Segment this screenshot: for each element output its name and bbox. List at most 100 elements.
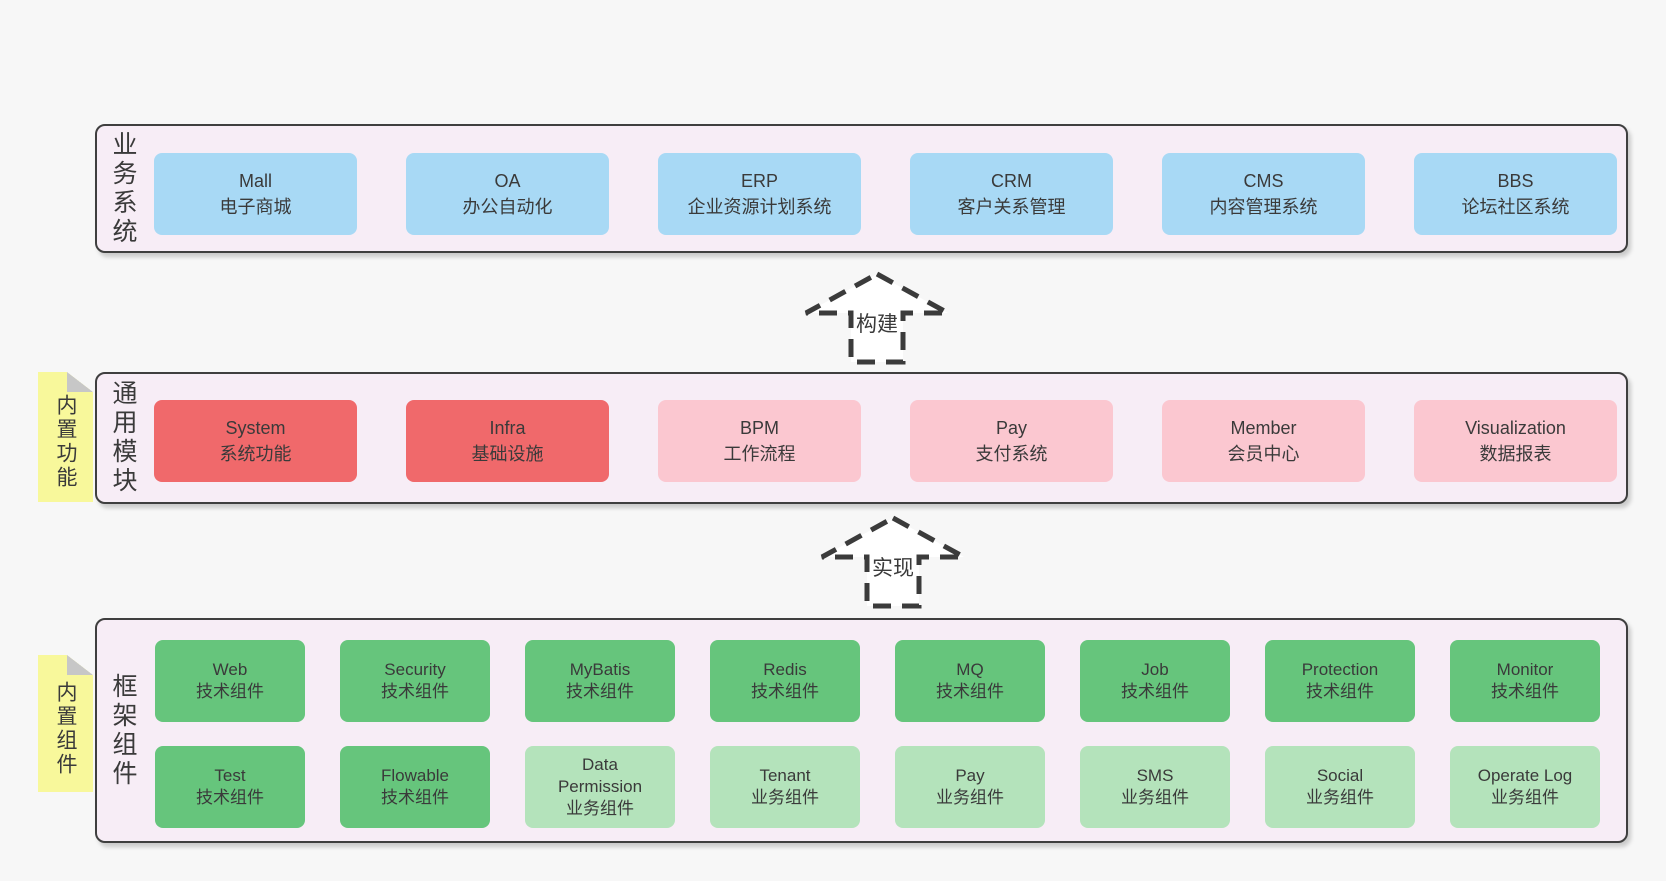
framework-components-row-1: Web 技术组件 Security 技术组件 MyBatis 技术组件 Redi… (155, 640, 1600, 722)
box-title: Monitor (1496, 659, 1554, 679)
box-subtitle: 业务组件 (936, 788, 1004, 807)
panel-label-common-modules: 通用模块 (109, 380, 137, 496)
business-systems-row: Mall 电子商城 OA 办公自动化 ERP 企业资源计划系统 CRM 客户关系… (154, 153, 1617, 235)
sticky-note-label: 内置组件 (54, 680, 77, 777)
box-subtitle: 技术组件 (751, 682, 819, 701)
box-title: System (225, 417, 286, 438)
box-title: Visualization (1465, 417, 1566, 438)
panel-label-business-systems: 业务系统 (109, 130, 137, 247)
box-member: Member 会员中心 (1162, 400, 1365, 482)
box-title: Social (1316, 765, 1364, 785)
common-modules-row: System 系统功能 Infra 基础设施 BPM 工作流程 Pay 支付系统… (154, 400, 1617, 482)
box-erp: ERP 企业资源计划系统 (658, 153, 861, 235)
box-subtitle: 客户关系管理 (957, 197, 1066, 217)
box-title: Security (384, 659, 446, 679)
box-title: Member (1230, 417, 1297, 438)
box-title: Redis (763, 659, 807, 679)
box-title: CMS (1243, 170, 1284, 191)
box-bbs: BBS 论坛社区系统 (1414, 153, 1617, 235)
folded-corner-icon (67, 655, 93, 675)
box-subtitle: 技术组件 (1121, 682, 1189, 701)
box-subtitle: 业务组件 (1121, 788, 1189, 807)
box-title: Data Permission (557, 754, 643, 796)
box-subtitle: 技术组件 (196, 682, 264, 701)
sticky-note-builtin-features: 内置功能 (38, 372, 93, 502)
box-sms: SMS 业务组件 (1080, 746, 1230, 828)
box-subtitle: 业务组件 (1491, 788, 1559, 807)
box-subtitle: 业务组件 (1306, 788, 1374, 807)
box-redis: Redis 技术组件 (710, 640, 860, 722)
box-title: Infra (489, 417, 526, 438)
box-subtitle: 技术组件 (1491, 682, 1559, 701)
box-title: Job (1141, 659, 1169, 679)
sticky-note-builtin-components: 内置组件 (38, 655, 93, 792)
box-pay: Pay 支付系统 (910, 400, 1113, 482)
box-data-permission: Data Permission 业务组件 (525, 746, 675, 828)
framework-components-panel: 框架组件 Web 技术组件 Security 技术组件 MyBatis 技术组件… (95, 618, 1628, 843)
box-title: Protection (1301, 659, 1379, 679)
panel-label-framework-components: 框架组件 (109, 672, 137, 789)
box-infra: Infra 基础设施 (406, 400, 609, 482)
box-job: Job 技术组件 (1080, 640, 1230, 722)
box-title: ERP (740, 170, 778, 191)
box-subtitle: 办公自动化 (462, 197, 553, 217)
box-mq: MQ 技术组件 (895, 640, 1045, 722)
box-subtitle: 业务组件 (751, 788, 819, 807)
sticky-note-label: 内置功能 (54, 394, 77, 490)
box-subtitle: 电子商城 (219, 197, 292, 217)
box-system: System 系统功能 (154, 400, 357, 482)
implement-arrow-label: 实现 (872, 557, 914, 580)
box-subtitle: 业务组件 (566, 799, 634, 819)
box-title: OA (494, 170, 521, 191)
business-systems-panel: 业务系统 Mall 电子商城 OA 办公自动化 ERP 企业资源计划系统 CRM… (95, 124, 1628, 253)
box-subtitle: 技术组件 (196, 788, 264, 807)
box-title: SMS (1136, 765, 1174, 785)
box-pay-biz: Pay 业务组件 (895, 746, 1045, 828)
box-crm: CRM 客户关系管理 (910, 153, 1113, 235)
box-protection: Protection 技术组件 (1265, 640, 1415, 722)
implement-arrow: 实现 (820, 515, 966, 609)
box-title: Test (214, 765, 246, 785)
box-title: Pay (995, 417, 1028, 438)
box-title: Operate Log (1477, 765, 1573, 785)
box-subtitle: 技术组件 (381, 682, 449, 701)
box-subtitle: 基础设施 (471, 444, 544, 464)
box-subtitle: 会员中心 (1227, 444, 1300, 464)
folded-corner-icon (67, 372, 93, 392)
box-web: Web 技术组件 (155, 640, 305, 722)
box-mall: Mall 电子商城 (154, 153, 357, 235)
build-arrow: 构建 (804, 271, 950, 365)
box-social: Social 业务组件 (1265, 746, 1415, 828)
box-subtitle: 数据报表 (1479, 444, 1552, 464)
box-subtitle: 技术组件 (566, 682, 634, 701)
box-test: Test 技术组件 (155, 746, 305, 828)
box-bpm: BPM 工作流程 (658, 400, 861, 482)
box-cms: CMS 内容管理系统 (1162, 153, 1365, 235)
box-title: MQ (956, 659, 984, 679)
box-subtitle: 内容管理系统 (1209, 197, 1318, 217)
box-title: MyBatis (569, 659, 631, 679)
box-title: Tenant (759, 765, 811, 785)
dashed-up-arrow-icon (804, 271, 950, 365)
box-tenant: Tenant 业务组件 (710, 746, 860, 828)
box-security: Security 技术组件 (340, 640, 490, 722)
box-mybatis: MyBatis 技术组件 (525, 640, 675, 722)
box-subtitle: 工作流程 (723, 444, 796, 464)
box-subtitle: 技术组件 (1306, 682, 1374, 701)
common-modules-panel: 通用模块 System 系统功能 Infra 基础设施 BPM 工作流程 Pay… (95, 372, 1628, 504)
box-title: Pay (955, 765, 985, 785)
box-subtitle: 技术组件 (936, 682, 1004, 701)
box-monitor: Monitor 技术组件 (1450, 640, 1600, 722)
box-title: Mall (238, 170, 272, 191)
framework-components-row-2: Test 技术组件 Flowable 技术组件 Data Permission … (155, 746, 1600, 828)
dashed-up-arrow-icon (820, 515, 966, 609)
box-subtitle: 企业资源计划系统 (687, 197, 832, 217)
box-oa: OA 办公自动化 (406, 153, 609, 235)
box-title: Web (212, 659, 248, 679)
box-flowable: Flowable 技术组件 (340, 746, 490, 828)
box-title: BPM (739, 417, 779, 438)
build-arrow-label: 构建 (856, 313, 898, 336)
box-operate-log: Operate Log 业务组件 (1450, 746, 1600, 828)
box-title: BBS (1497, 170, 1534, 191)
